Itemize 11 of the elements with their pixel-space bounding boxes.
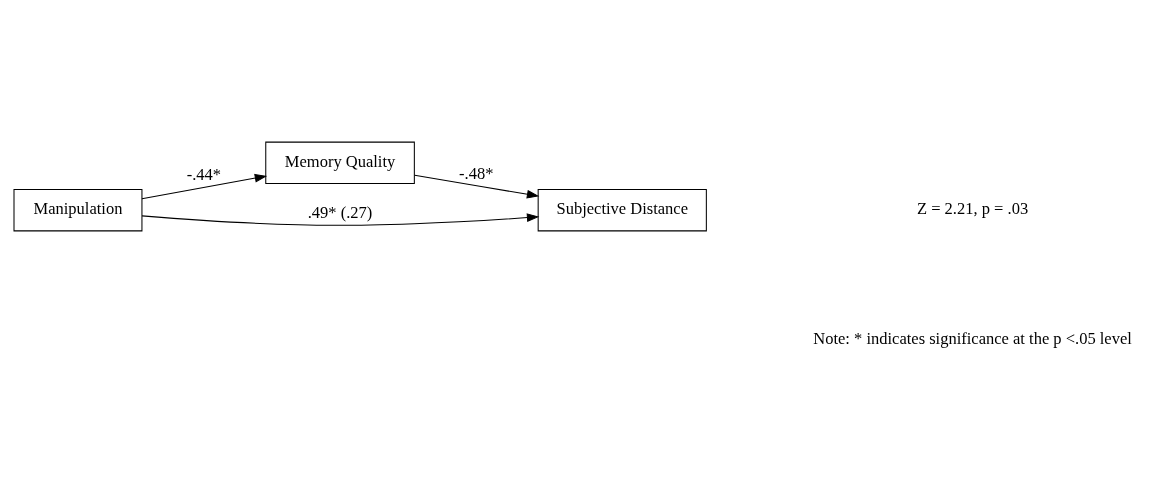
label: Note: * indicates significance at the p <.05 level <box>813 328 1132 348</box>
node-box: Memory Quality <box>265 141 415 184</box>
node-box: Subjective Distance <box>537 188 707 231</box>
arrow <box>141 212 540 226</box>
edge-label: .49* (.27) <box>307 202 373 222</box>
edge-label: -.44* <box>186 164 222 184</box>
node-box: Manipulation <box>13 188 143 231</box>
edge-label: -.48* <box>459 163 494 183</box>
arrow <box>414 174 540 199</box>
label: Z = 2.21, p = .03 <box>916 198 1029 218</box>
arrow <box>141 173 268 199</box>
